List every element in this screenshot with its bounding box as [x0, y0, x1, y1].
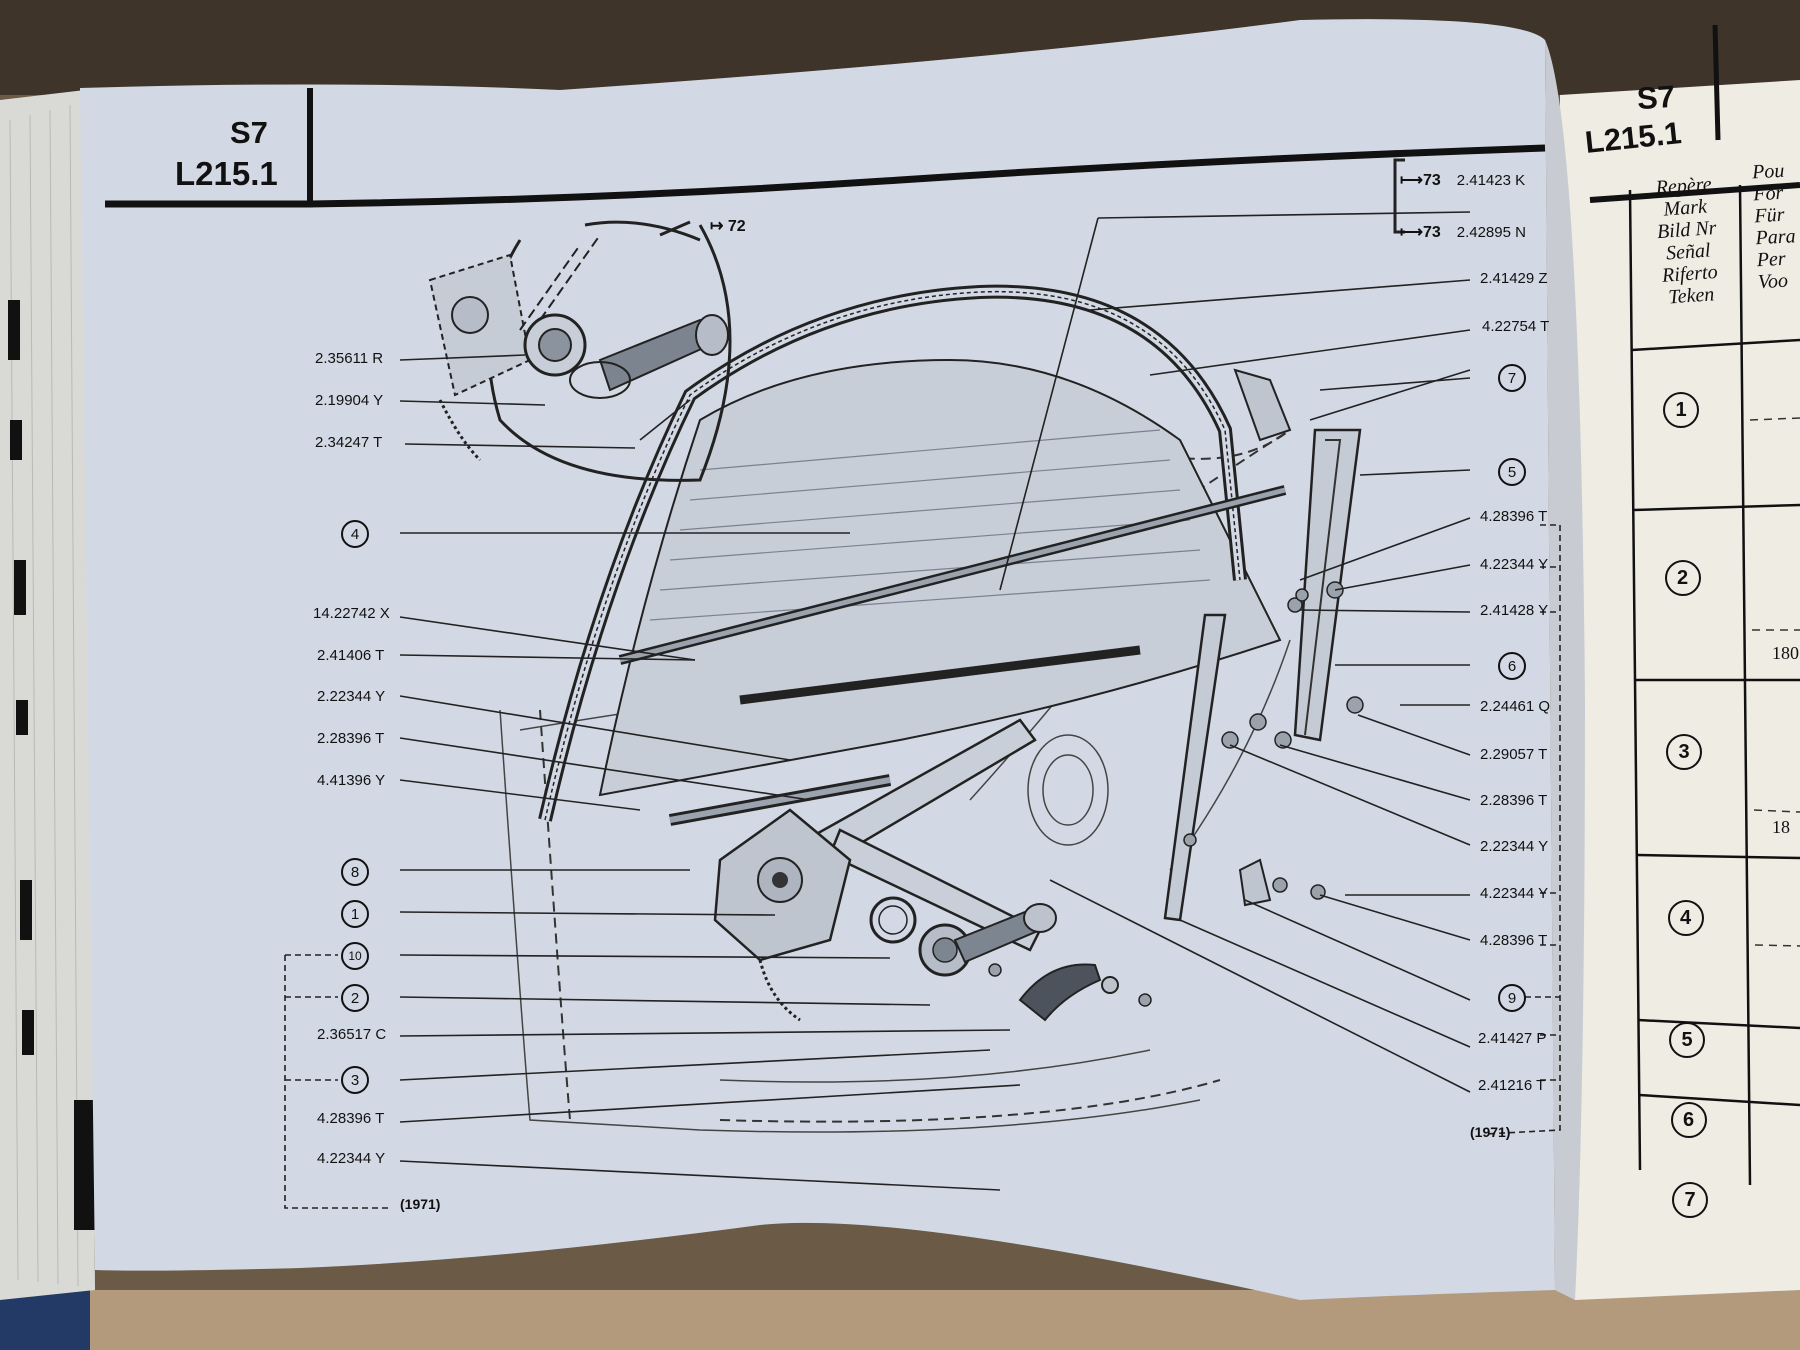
part-number-text: 4.28396 T: [1480, 508, 1548, 525]
plate-code: L215.1: [175, 155, 278, 192]
right-callout-circled-16: 9: [1498, 984, 1526, 1012]
table-row-mark: 4: [1667, 900, 1704, 936]
table-row-mark: 6: [1670, 1102, 1707, 1138]
table-row-mark: 5: [1669, 1022, 1705, 1058]
section-code: S7: [230, 115, 268, 150]
part-number-text: 2.19904 Y: [315, 392, 384, 409]
table-row-mark: 2: [1664, 560, 1701, 596]
part-number-text: 2.28396 T: [317, 730, 385, 747]
left-callout-circled-12: 2: [341, 984, 369, 1012]
part-number-text: 2.41428 Y: [1480, 602, 1549, 619]
part-number-text: 2.28396 T: [1480, 792, 1548, 809]
part-number-text: 2.22344 Y: [1480, 838, 1549, 855]
ref-arrow-icon: ↦: [710, 218, 724, 235]
part-number-text: 2.29057 T: [1480, 746, 1548, 763]
right-callout-part-number-2: 2.41429 Z: [1480, 270, 1548, 287]
column-header-word: Voo: [1757, 269, 1789, 294]
part-number-text: 4.22344 Y: [1480, 556, 1549, 573]
table-row-mark: 7: [1672, 1182, 1708, 1218]
inset-ref: ↦ 72: [710, 216, 746, 236]
part-number-text: 14.22742 X: [313, 605, 390, 622]
ref-arrow-icon: ⟼73: [1400, 224, 1441, 241]
left-callout-part-number-6: 2.22344 Y: [317, 688, 385, 705]
table-row-mark: 1: [1663, 392, 1699, 428]
part-number-text: 4.28396 T: [1480, 932, 1548, 949]
left-callout-circled-9: 8: [341, 858, 369, 886]
part-number-text: 2.41216 T: [1478, 1077, 1546, 1094]
part-number-text: 2.41427 P: [1478, 1030, 1547, 1047]
right-callout-part-number-14: 4.22344 Y: [1480, 885, 1548, 902]
left-callout-circled-3: 4: [341, 520, 369, 548]
part-number-text: 2.34247 T: [315, 434, 383, 451]
part-number-text: 2.22344 Y: [317, 688, 386, 705]
table-row-note: 180: [1772, 643, 1799, 663]
right-callout-part-number-13: 2.22344 Y: [1480, 838, 1548, 855]
right-callout-part-number-3: 4.22754 T: [1482, 318, 1549, 335]
right-callout-circled-4: 7: [1498, 364, 1526, 392]
part-number-text: 2.24461 Q: [1480, 698, 1551, 715]
ref-arrow-icon: ⟼73: [1400, 172, 1441, 189]
part-number-text: 4.22754 T: [1482, 318, 1550, 335]
left-callout-part-number-4: 14.22742 X: [313, 605, 390, 622]
part-number-text: 2.36517 C: [317, 1026, 387, 1043]
year-right: (1971): [1470, 1124, 1511, 1140]
part-number-text: 2.41423 K: [1456, 172, 1526, 189]
part-number-text: 4.22344 Y: [317, 1150, 386, 1167]
table-row-note: 18: [1772, 817, 1790, 837]
right-callout-part-number-17: 2.41427 P: [1478, 1030, 1546, 1047]
right-callout-part-number-1: ⟼73 2.42895 N: [1400, 222, 1526, 242]
left-callout-circled-14: 3: [341, 1066, 369, 1094]
part-number-text: 2.41406 T: [317, 647, 385, 664]
column-header-word: Für: [1753, 203, 1785, 228]
right-callout-part-number-12: 2.28396 T: [1480, 792, 1547, 809]
right-callout-part-number-6: 4.28396 T: [1480, 508, 1547, 525]
left-callout-part-number-16: 4.22344 Y: [317, 1150, 385, 1167]
left-callout-part-number-1: 2.19904 Y: [315, 392, 383, 409]
column-header-word: Pou: [1751, 159, 1785, 184]
left-callout-part-number-0: 2.35611 R: [315, 350, 383, 367]
part-number-text: 2.35611 R: [315, 350, 384, 367]
right-callout-part-number-0: ⟼73 2.41423 K: [1400, 170, 1525, 190]
part-number-text: 4.22344 Y: [1480, 885, 1549, 902]
right-callout-part-number-7: 4.22344 Y: [1480, 556, 1548, 573]
right-callout-part-number-8: 2.41428 Y: [1480, 602, 1548, 619]
right-callout-part-number-18: 2.41216 T: [1478, 1077, 1545, 1094]
column-header-word: Per: [1756, 247, 1787, 272]
year-left: (1971): [400, 1196, 441, 1212]
part-number-text: 4.28396 T: [317, 1110, 385, 1127]
right-callout-part-number-15: 4.28396 T: [1480, 932, 1547, 949]
column-header-word: For: [1752, 181, 1784, 206]
part-number-text: 2.41429 Z: [1480, 270, 1548, 287]
column-header-word: Para: [1755, 225, 1797, 250]
inset-ref-number: 72: [727, 218, 746, 235]
left-callout-part-number-2: 2.34247 T: [315, 434, 382, 451]
left-callout-part-number-15: 4.28396 T: [317, 1110, 384, 1127]
left-callout-part-number-7: 2.28396 T: [317, 730, 384, 747]
left-callout-part-number-8: 4.41396 Y: [317, 772, 385, 789]
left-callout-circled-11: 10: [341, 942, 369, 970]
part-number-text: 2.42895 N: [1456, 224, 1526, 241]
right-callout-circled-5: 5: [1498, 458, 1526, 486]
part-number-text: 4.41396 Y: [317, 772, 386, 789]
right-callout-circled-9: 6: [1498, 652, 1526, 680]
right-section-code: S7: [1635, 78, 1677, 117]
left-callout-part-number-13: 2.36517 C: [317, 1026, 386, 1043]
right-callout-part-number-11: 2.29057 T: [1480, 746, 1547, 763]
table-row-mark: 3: [1666, 734, 1702, 770]
left-callout-circled-10: 1: [341, 900, 369, 928]
left-callout-part-number-5: 2.41406 T: [317, 647, 384, 664]
right-callout-part-number-10: 2.24461 Q: [1480, 698, 1550, 715]
